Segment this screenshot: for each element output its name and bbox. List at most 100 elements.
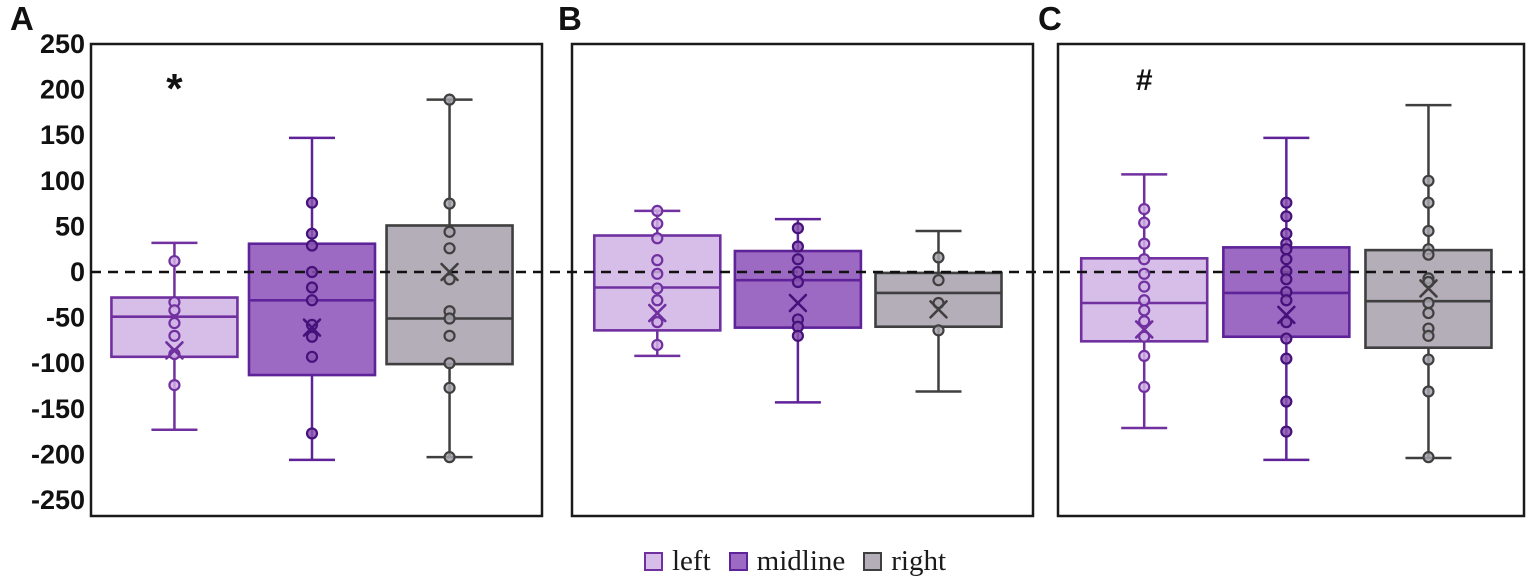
panel-B-right-mean-x-marker bbox=[929, 300, 948, 319]
panel-B-left-data-point bbox=[651, 204, 664, 217]
panel-A-right-data-point bbox=[443, 225, 456, 238]
panel-A-right-mean-x-marker bbox=[440, 262, 459, 282]
legend-item-left: left bbox=[644, 544, 711, 577]
panel-C-left-data-point bbox=[1138, 267, 1151, 280]
panel-C-right-data-point bbox=[1422, 296, 1435, 310]
panel-A-midline-data-point bbox=[305, 227, 319, 240]
panel-C-left-data-point bbox=[1138, 380, 1151, 394]
panel-C-left-data-point bbox=[1138, 216, 1151, 229]
panel-C-midline-data-point bbox=[1280, 196, 1293, 209]
panel-A-left-data-point bbox=[168, 316, 181, 330]
panel-A-left-data-point bbox=[168, 378, 181, 392]
panel-frame-A bbox=[89, 42, 544, 518]
panel-C-midline-mean-x-marker bbox=[1277, 305, 1296, 325]
legend-label: right bbox=[891, 544, 947, 577]
panel-C-right-data-point bbox=[1422, 196, 1435, 209]
panel-C-right-data-point bbox=[1422, 329, 1435, 342]
panel-frame-B bbox=[570, 42, 1035, 518]
panel-B-left-mean-x-marker bbox=[647, 303, 667, 323]
panel-C-right-mean-x-marker bbox=[1419, 279, 1438, 298]
panel-B-midline-data-point bbox=[791, 240, 804, 253]
panel-C-midline-data-point bbox=[1280, 395, 1293, 408]
panel-B-left-data-point bbox=[651, 217, 664, 230]
panel-C-midline-data-point bbox=[1280, 210, 1293, 223]
legend-item-right: right bbox=[863, 544, 947, 577]
panel-C-left-data-point bbox=[1138, 304, 1151, 317]
panel-B-right-data-point bbox=[932, 324, 945, 337]
y-axis-tick-label: 200 bbox=[40, 75, 85, 105]
significance-marker-A: * bbox=[166, 65, 183, 112]
panel-A-right-data-point bbox=[443, 357, 456, 370]
panel-label-B: B bbox=[558, 0, 582, 37]
panel-A-right-data-point bbox=[443, 242, 456, 255]
panel-A-midline-data-point bbox=[305, 427, 319, 440]
y-axis-tick-label: 50 bbox=[55, 211, 85, 241]
legend-swatch-left-icon bbox=[644, 551, 663, 571]
legend-swatch-midline-icon bbox=[728, 551, 748, 571]
panel-A-right-data-point bbox=[443, 93, 456, 106]
y-axis-tick-label: -100 bbox=[31, 348, 85, 378]
panel-A-right-data-point bbox=[443, 197, 456, 210]
panel-A-midline-data-point bbox=[305, 239, 319, 252]
panel-C-left-data-point bbox=[1138, 330, 1151, 343]
panel-A-right-data-point bbox=[443, 329, 456, 342]
y-axis-tick-label: 150 bbox=[40, 120, 85, 150]
panel-label-C: C bbox=[1038, 0, 1062, 37]
panel-B-midline-mean-x-marker bbox=[788, 293, 808, 313]
panel-C-right-data-point bbox=[1422, 306, 1435, 320]
y-axis-tick-label: -250 bbox=[31, 485, 85, 515]
legend-label: left bbox=[672, 544, 711, 577]
panel-A-midline-data-point bbox=[305, 330, 319, 343]
panel-B-left-data-point bbox=[651, 282, 664, 295]
panel-B-right-data-point bbox=[932, 251, 945, 264]
panel-C-right-data-point bbox=[1422, 174, 1435, 187]
panel-C-midline-data-point bbox=[1280, 227, 1293, 240]
panel-C-left-data-point bbox=[1138, 280, 1151, 293]
panel-C-midline-data-point bbox=[1280, 273, 1293, 286]
y-axis-tick-label: -50 bbox=[46, 303, 85, 333]
panel-A-right-data-point bbox=[443, 381, 456, 394]
panel-C-left-data-point bbox=[1138, 315, 1151, 328]
panel-C-right-data-point bbox=[1422, 385, 1435, 398]
panel-A-left-data-point bbox=[168, 304, 181, 317]
panel-A-right-data-point bbox=[443, 312, 456, 325]
panel-A-midline-data-point bbox=[305, 196, 319, 209]
panel-C-midline-data-point bbox=[1280, 253, 1293, 266]
panel-B-midline-data-point bbox=[791, 275, 804, 289]
panel-B-left-data-point bbox=[651, 338, 664, 352]
panel-C-right-data-point bbox=[1422, 248, 1435, 261]
panel-B-midline-data-point bbox=[791, 265, 804, 279]
panel-A-midline-data-point bbox=[305, 318, 319, 331]
panel-B-left-data-point bbox=[651, 267, 664, 280]
panel-C-midline-data-point bbox=[1280, 316, 1293, 329]
y-axis-tick-label: -150 bbox=[31, 394, 85, 424]
panel-C-left-data-point bbox=[1138, 253, 1151, 266]
legend-swatch-right-icon bbox=[863, 551, 883, 571]
panel-B-midline-data-point bbox=[791, 329, 804, 342]
panel-C-midline-data-point bbox=[1280, 332, 1293, 345]
panel-C-left-mean-x-marker bbox=[1134, 320, 1154, 339]
panel-A-right-data-point bbox=[443, 273, 456, 286]
panel-C-midline-data-point bbox=[1280, 352, 1293, 365]
y-axis-tick-label: 100 bbox=[40, 166, 85, 196]
panel-B-left-data-point bbox=[651, 294, 664, 307]
panel-A-left-data-point bbox=[168, 329, 181, 342]
y-axis-tick-label: -200 bbox=[31, 439, 85, 469]
panel-A-midline-mean-x-marker bbox=[302, 318, 322, 337]
panel-C-right-data-point bbox=[1422, 224, 1435, 238]
panel-A-left-data-point bbox=[168, 254, 181, 268]
panel-C-midline-data-point bbox=[1280, 425, 1293, 438]
panel-B-left-data-point bbox=[651, 254, 664, 267]
panel-C-left-data-point bbox=[1138, 237, 1151, 250]
panel-C-midline-data-point bbox=[1280, 243, 1293, 256]
panel-B-midline-data-point bbox=[791, 253, 804, 266]
legend-label: midline bbox=[756, 544, 846, 577]
legend: left midline right bbox=[644, 542, 946, 580]
panel-B-right-data-point bbox=[932, 274, 945, 287]
panel-A-midline-data-point bbox=[305, 294, 319, 307]
panel-C-right-data-point bbox=[1422, 451, 1435, 464]
panel-B-left-data-point bbox=[651, 316, 664, 329]
significance-marker-C: # bbox=[1136, 64, 1153, 97]
